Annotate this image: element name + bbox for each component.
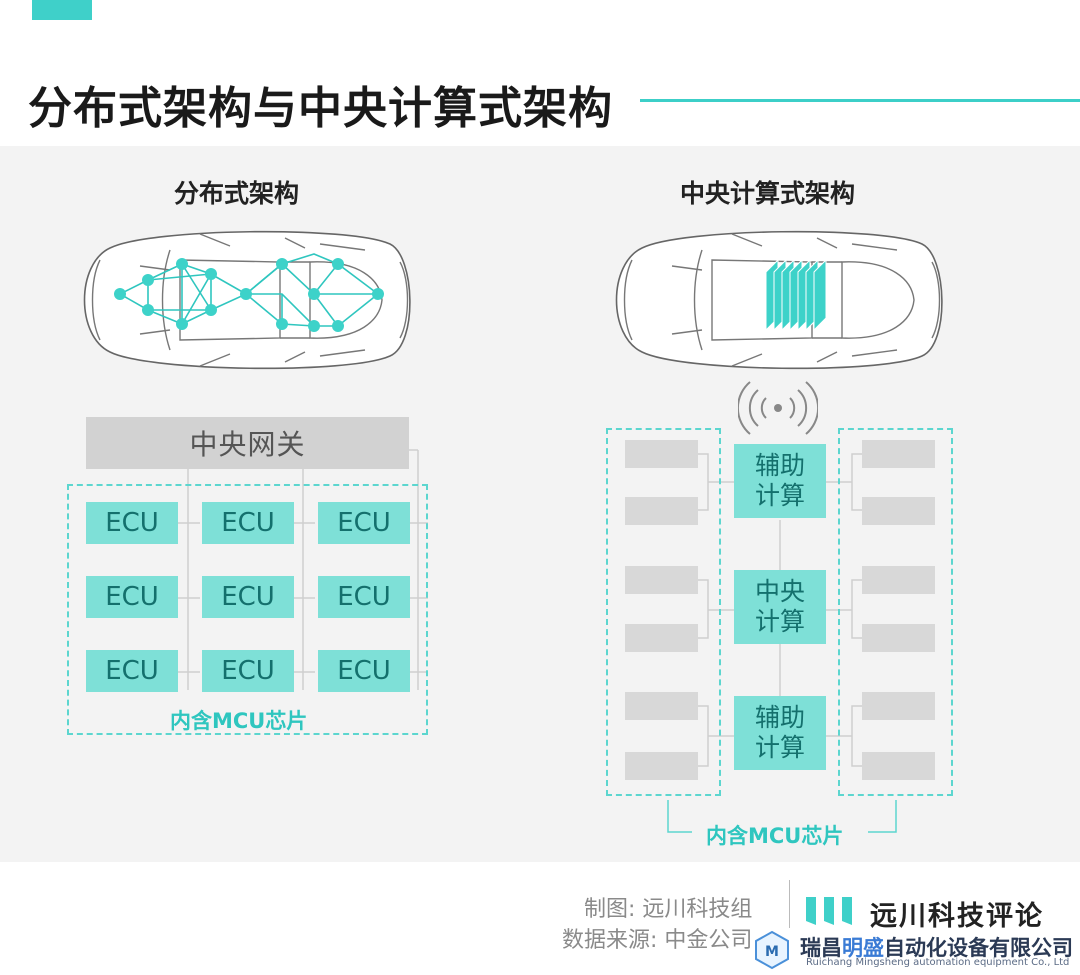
mcu-dashed-frame-right-b <box>838 428 953 796</box>
car-distributed-illustration <box>83 230 411 370</box>
brand-logo-icon <box>806 897 852 925</box>
credit-made-by: 制图: 远川科技组 <box>584 897 753 922</box>
central-compute: 中央计算 <box>734 570 826 644</box>
ecu-box: ECU <box>86 502 178 544</box>
ecu-box: ECU <box>202 576 294 618</box>
title-rule <box>640 99 1080 102</box>
compute-label: 中央计算 <box>754 577 805 636</box>
svg-text:M: M <box>765 944 779 960</box>
central-gateway: 中央网关 <box>86 417 409 469</box>
left-section-title: 分布式架构 <box>174 179 300 208</box>
ecu-box: ECU <box>318 576 410 618</box>
brand-name: 远川科技评论 <box>870 901 1044 932</box>
car-central-illustration <box>615 230 943 370</box>
module-box <box>625 692 698 720</box>
compute-label: 辅助计算 <box>754 703 805 762</box>
ecu-box: ECU <box>202 650 294 692</box>
ecu-box: ECU <box>202 502 294 544</box>
right-section-title: 中央计算式架构 <box>680 179 856 208</box>
top-accent-bar <box>32 0 92 20</box>
module-box <box>625 440 698 468</box>
module-box <box>625 497 698 525</box>
mcu-dashed-frame-left <box>67 484 428 735</box>
mcu-dashed-frame-right-a <box>606 428 721 796</box>
page-title: 分布式架构与中央计算式架构 <box>28 83 613 134</box>
module-box <box>862 752 935 780</box>
module-box <box>862 440 935 468</box>
mcu-label-left: 内含MCU芯片 <box>170 709 308 733</box>
module-box <box>625 566 698 594</box>
ecu-box: ECU <box>86 650 178 692</box>
ecu-box: ECU <box>318 650 410 692</box>
module-box <box>625 624 698 652</box>
company-logo-icon: M <box>755 930 789 970</box>
ecu-box: ECU <box>86 576 178 618</box>
auxiliary-compute-top: 辅助计算 <box>734 444 826 518</box>
company-name-part: 自动化设备有限公司 <box>884 936 1073 960</box>
module-box <box>862 624 935 652</box>
module-box <box>862 566 935 594</box>
auxiliary-compute-bottom: 辅助计算 <box>734 696 826 770</box>
credit-source: 数据来源: 中金公司 <box>562 928 753 953</box>
module-box <box>862 497 935 525</box>
mcu-label-right: 内含MCU芯片 <box>706 824 844 848</box>
company-name-part: 瑞昌 <box>800 936 842 960</box>
company-name-highlight: 明盛 <box>842 936 884 960</box>
ecu-box: ECU <box>318 502 410 544</box>
left-connector-lines <box>178 449 428 690</box>
company-english-name: Ruichang Mingsheng automation equipment … <box>806 957 1070 968</box>
company-name: 瑞昌明盛自动化设备有限公司 <box>800 932 1073 962</box>
module-box <box>625 752 698 780</box>
compute-label: 辅助计算 <box>754 451 805 510</box>
wireless-signal-icon <box>738 381 818 435</box>
footer-divider <box>789 880 790 928</box>
module-box <box>862 692 935 720</box>
